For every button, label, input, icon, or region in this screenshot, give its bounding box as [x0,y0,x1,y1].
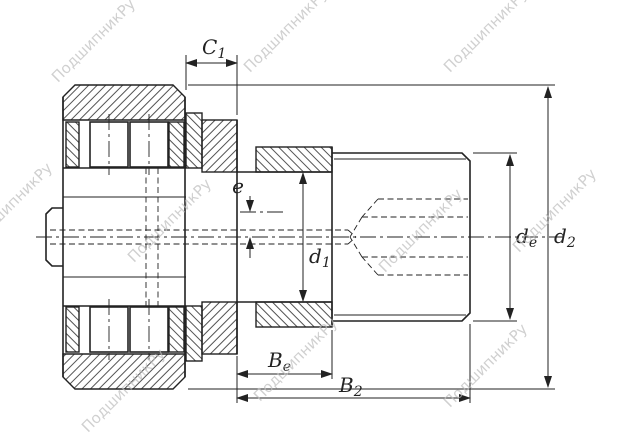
label-de: de [516,224,537,251]
label-b2: B2 [338,373,363,400]
side-plate-bottom-left [65,306,80,353]
label-c1: C1 [202,35,226,62]
side-plate-bottom-right [168,306,185,353]
label-de-sub: e [529,235,537,251]
label-c1-sub: 1 [217,46,226,62]
eccentric-collar-bottom [255,301,333,328]
label-e-base: e [232,174,244,198]
label-e: e [232,174,244,198]
watermark-text: ПодшипникРу [440,320,531,411]
watermark-text: ПодшипникРу [440,0,531,76]
thrust-washer-bottom [185,305,203,362]
watermark-text: ПодшипникРу [48,0,139,86]
label-c1-base: C [202,35,217,59]
side-plate-top-right [168,121,185,168]
label-d1-base: d [309,244,322,268]
label-be-base: B [267,348,283,372]
thrust-washer-top [185,112,203,169]
watermark-text: ПодшипникРу [124,175,215,266]
hex-socket-cone-hidden-line [349,216,363,238]
stud-flange-bottom [201,301,238,355]
label-d2: d2 [554,224,576,251]
label-d2-base: d [554,224,567,248]
label-be: Be [267,348,291,375]
label-d1: d1 [309,244,331,271]
label-b2-base: B [338,373,354,397]
label-d2-sub: 2 [566,235,576,251]
label-b2-sub: 2 [353,384,363,400]
label-de-base: d [516,224,529,248]
watermark-text: ПодшипникРу [240,0,331,76]
stud-flange-top [201,119,238,173]
watermark-text: ПодшипникРу [0,159,56,250]
label-d1-sub: 1 [322,255,331,271]
label-be-sub: e [283,359,291,375]
side-plate-top-left [65,121,80,168]
hex-socket-cone-hidden-line [349,236,363,258]
hex-socket-entry-hidden-line [361,256,379,276]
outer-ring-section-top [62,84,186,121]
hex-socket-entry-hidden-line [361,198,379,218]
eccentric-collar-top [255,146,333,173]
